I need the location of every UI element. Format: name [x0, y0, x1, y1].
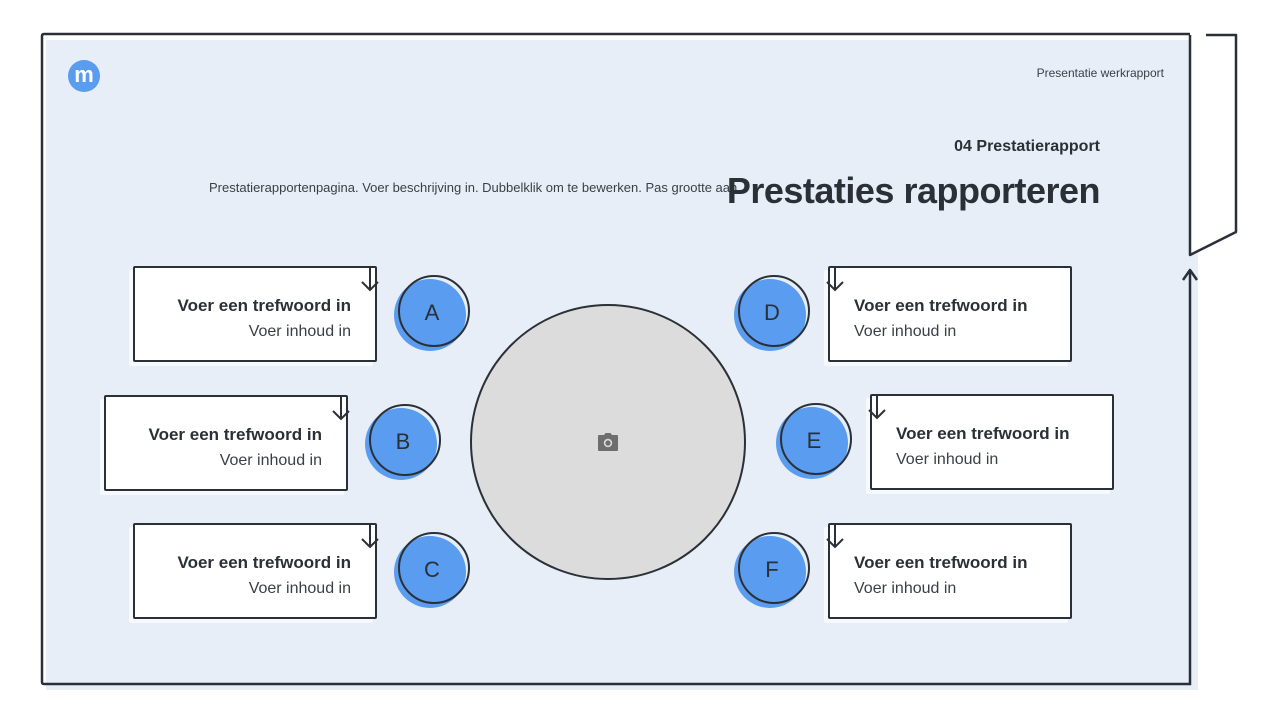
badge-b: B — [365, 404, 441, 480]
badge-ring — [738, 275, 810, 347]
arrow-down-icon — [826, 266, 844, 292]
badge-letter: E — [806, 428, 822, 453]
section-label: 04 Prestatierapport — [954, 138, 1100, 155]
item-card-c[interactable]: Voer een trefwoord in Voer inhoud in — [133, 523, 379, 619]
item-card-f[interactable]: Voer een trefwoord in Voer inhoud in — [826, 523, 1072, 619]
item-card-e[interactable]: Voer een trefwoord in Voer inhoud in — [868, 394, 1114, 490]
arrow-down-icon — [868, 394, 886, 420]
arrow-down-icon — [826, 523, 844, 549]
badge-ring — [738, 532, 810, 604]
badge-ring — [780, 403, 852, 475]
arrow-down-icon — [361, 523, 379, 549]
item-keyword: Voer een trefwoord in — [177, 296, 352, 315]
item-keyword: Voer een trefwoord in — [148, 425, 323, 444]
camera-icon[interactable] — [597, 432, 619, 452]
badge-letter: D — [764, 300, 780, 325]
badge-e: E — [776, 403, 852, 479]
item-keyword: Voer een trefwoord in — [854, 296, 1028, 315]
badge-c: C — [394, 532, 470, 608]
logo-icon: m — [68, 60, 100, 92]
item-content: Voer inhoud in — [854, 323, 957, 340]
item-keyword: Voer een trefwoord in — [854, 553, 1028, 572]
item-content: Voer inhoud in — [219, 452, 322, 469]
badge-d: D — [734, 275, 810, 351]
item-content: Voer inhoud in — [854, 580, 957, 597]
item-keyword: Voer een trefwoord in — [177, 553, 352, 572]
item-content: Voer inhoud in — [248, 323, 351, 340]
badge-ring — [369, 404, 441, 476]
badge-f: F — [734, 532, 810, 608]
badge-letter: B — [395, 429, 411, 454]
item-content: Voer inhoud in — [248, 580, 351, 597]
badge-ring — [398, 275, 470, 347]
slide-title[interactable]: Prestaties rapporteren — [726, 170, 1101, 211]
badge-a: A — [394, 275, 470, 351]
item-keyword: Voer een trefwoord in — [896, 424, 1070, 443]
item-card-a[interactable]: Voer een trefwoord in Voer inhoud in — [133, 266, 379, 362]
badge-letter: A — [424, 300, 440, 325]
badge-letter: F — [765, 557, 779, 582]
arrow-down-icon — [332, 395, 350, 421]
item-card-d[interactable]: Voer een trefwoord in Voer inhoud in — [826, 266, 1072, 362]
item-card-b[interactable]: Voer een trefwoord in Voer inhoud in — [104, 395, 350, 491]
badge-ring — [398, 532, 470, 604]
slide-description[interactable]: Prestatierapportenpagina. Voer beschrijv… — [209, 180, 741, 195]
badge-letter: C — [424, 557, 440, 582]
arrow-down-icon — [361, 266, 379, 292]
item-content: Voer inhoud in — [896, 451, 999, 468]
presentation-title: Presentatie werkrapport — [1036, 66, 1164, 80]
